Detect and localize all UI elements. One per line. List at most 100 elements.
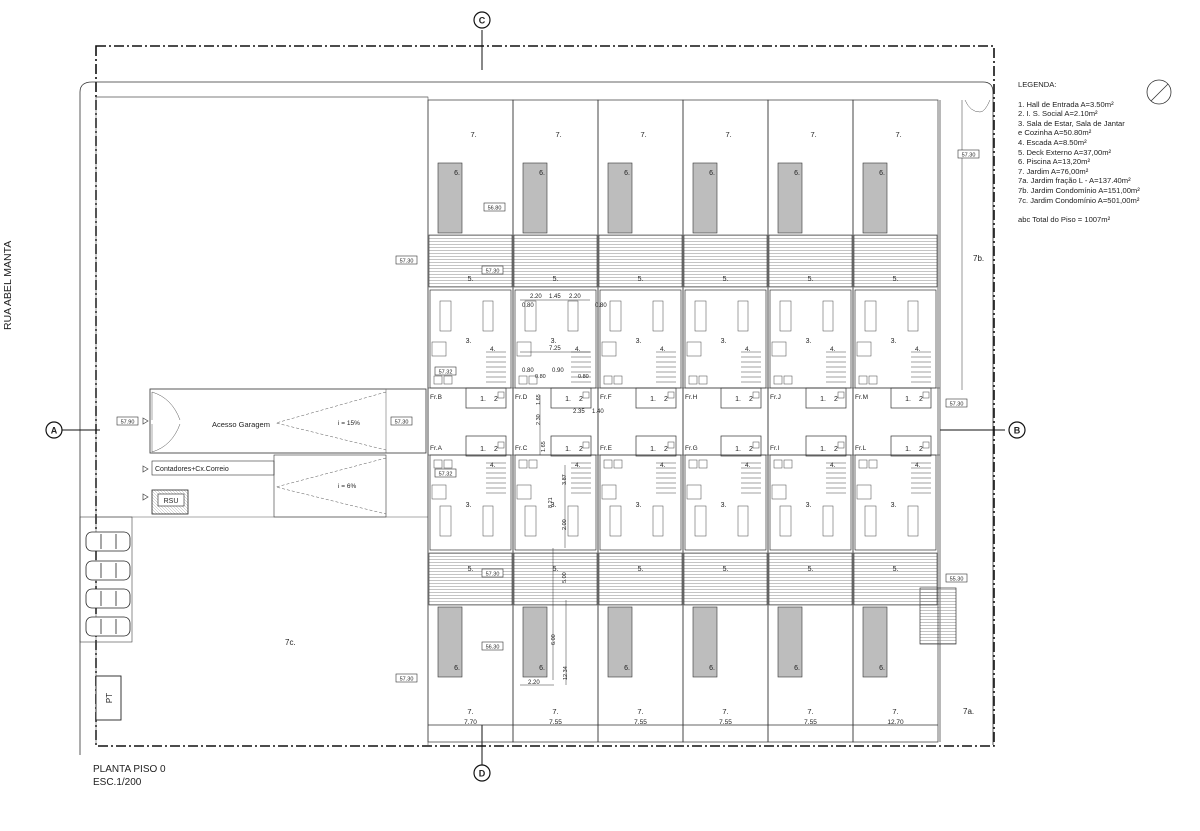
room-number-6: 6.: [794, 665, 800, 672]
room-number-1: 1.: [820, 446, 826, 453]
room-number-2: 2: [579, 446, 583, 453]
unit-label: Fr.E: [600, 445, 613, 452]
legend-item: 4. Escada A=8.50m²: [1018, 137, 1087, 147]
unit-label: Fr.M: [855, 394, 868, 401]
garage-access-area: [149, 388, 427, 454]
room-number-5: 5.: [893, 276, 899, 283]
room-number-6: 6.: [454, 170, 460, 177]
room-number-1: 1.: [565, 446, 571, 453]
section-marker-c-label: C: [479, 16, 486, 26]
room-number-7: 7.: [471, 130, 477, 139]
pool: [522, 162, 548, 234]
room-number-7: 7.: [726, 130, 732, 139]
legend-item: e Cozinha A=50.80m²: [1018, 128, 1092, 138]
room-number-3: 3.: [551, 502, 557, 509]
level-value: 57.30: [400, 677, 414, 683]
room-number-1: 1.: [905, 396, 911, 403]
room-number-3: 3.: [806, 502, 812, 509]
column-width-dimension: 7.55: [634, 719, 647, 726]
dimension-text: 2.20: [569, 294, 581, 300]
unit-label: Fr.B: [430, 394, 442, 401]
staircase: [486, 462, 506, 494]
dining-table: [439, 300, 452, 332]
room-number-5: 5.: [893, 566, 899, 573]
level-value: 57.32: [439, 472, 453, 478]
room-number-6: 6.: [879, 170, 885, 177]
deck: [513, 552, 598, 606]
deck: [853, 552, 938, 606]
room-number-7: 7.: [896, 130, 902, 139]
legend-item: 3. Sala de Estar, Sala de Jantar: [1018, 118, 1125, 128]
dimension-text: 1.65: [541, 441, 547, 452]
room-number-5: 5.: [723, 276, 729, 283]
pool: [437, 162, 463, 234]
dimension-text: 0.80: [522, 303, 534, 309]
room-number-5: 5.: [638, 566, 644, 573]
room-number-6: 6.: [794, 170, 800, 177]
level-tag: 57.30: [395, 255, 418, 265]
dimension-text: 2.35: [573, 409, 585, 415]
section-marker-a: A: [45, 421, 63, 439]
room-number-7: 7.: [811, 130, 817, 139]
room-number-5: 5.: [468, 276, 474, 283]
room-number-4: 4.: [915, 462, 921, 469]
dimension-text: 0.80: [522, 368, 534, 374]
section-marker-b-label: B: [1014, 426, 1021, 436]
level-tag: 57.90: [116, 416, 139, 426]
room-number-7: 7.: [807, 707, 813, 716]
dimension-text: 7.25: [549, 346, 561, 352]
section-marker-d-label: D: [479, 769, 486, 779]
level-tag: 55.30: [945, 573, 968, 583]
room-number-1: 1.: [735, 396, 741, 403]
level-tag: 56.30: [481, 641, 504, 651]
room-number-4: 4.: [660, 462, 666, 469]
legend-item: 2. I. S. Social A=2.10m²: [1018, 109, 1098, 119]
room-number-6: 6.: [539, 665, 545, 672]
room-number-5: 5.: [638, 276, 644, 283]
dimension-text: 6.00: [551, 634, 557, 645]
room-number-4: 4.: [830, 462, 836, 469]
unit-label: Fr.A: [430, 445, 443, 452]
dimension-text: 12.34: [563, 666, 569, 680]
sofa: [737, 300, 749, 332]
legend-item: 5. Deck Externo A=37,00m²: [1018, 147, 1112, 157]
dimension-text: 8.21: [548, 497, 554, 508]
garden-7a-label: 7a.: [963, 707, 974, 716]
pt-label: PT: [105, 693, 114, 703]
room-number-2: 2: [664, 446, 668, 453]
pt-transformer: [95, 675, 122, 721]
room-number-5: 5.: [808, 276, 814, 283]
level-tag: 57.30: [481, 265, 504, 275]
level-tag: 57.32: [434, 468, 457, 478]
north-arrow-icon: [1146, 79, 1172, 105]
room-number-2: 2: [834, 446, 838, 453]
deck: [683, 234, 768, 288]
room-number-3: 3.: [636, 338, 642, 345]
dining-table: [694, 300, 707, 332]
ramp-area: [273, 454, 387, 518]
room-number-4: 4.: [490, 346, 496, 353]
sofa: [567, 300, 579, 332]
deck: [768, 552, 853, 606]
staircase: [911, 462, 931, 494]
garage-access-inner: [149, 388, 387, 454]
room-number-1: 1.: [480, 396, 486, 403]
column-width-dimension: 7.55: [804, 719, 817, 726]
level-value: 57.32: [439, 370, 453, 376]
room-number-7: 7.: [637, 707, 643, 716]
room-number-7: 7.: [641, 130, 647, 139]
room-number-3: 3.: [551, 338, 557, 345]
room-number-3: 3.: [721, 338, 727, 345]
room-number-6: 6.: [879, 665, 885, 672]
pool: [607, 162, 633, 234]
room-number-3: 3.: [891, 502, 897, 509]
staircase: [826, 462, 846, 494]
level-tag: 57.30: [395, 673, 418, 683]
level-value: 57.30: [950, 402, 964, 408]
pool: [777, 162, 803, 234]
room-number-5: 5.: [553, 566, 559, 573]
level-value: 57.30: [395, 420, 409, 426]
